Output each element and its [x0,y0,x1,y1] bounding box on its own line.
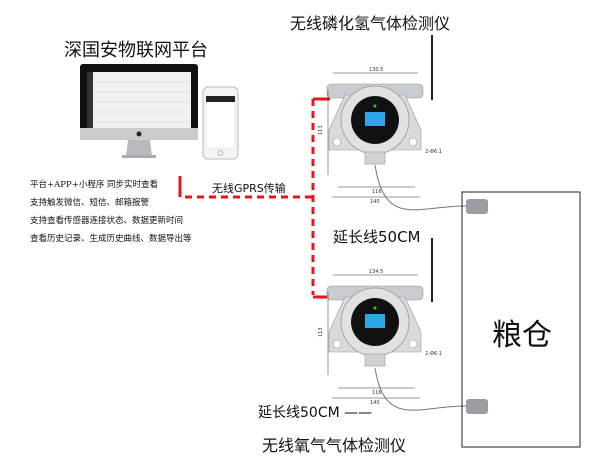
device-oxygen: 134.5 113 116 140 2-Φ6.1 [318,238,488,414]
sensor-probe-1 [466,199,488,214]
grain-bin [461,191,581,448]
svg-text:134.5: 134.5 [369,269,383,275]
gprs-label: 无线GPRS传输 [212,182,286,195]
platform-title: 深国安物联网平台 [64,40,208,61]
device-phosphine: 130.5 113 116 140 2-Φ6.1 [318,35,488,214]
sensor-probe-2 [466,399,488,414]
gprs-link-lines [178,97,332,299]
svg-text:140: 140 [370,400,380,406]
device-title-phosphine: 无线磷化氢气体检测仪 [290,14,451,33]
svg-text:116: 116 [372,390,382,396]
feature-item: 支持触发微信、短信、邮箱报警 [30,198,150,208]
grain-bin-label: 粮仓 [492,318,552,353]
monitor-illustration [80,64,198,158]
svg-text:130.5: 130.5 [369,67,383,73]
feature-item: 平台+APP+小程序 同步实时查看 [30,180,159,190]
svg-text:140: 140 [370,199,380,205]
phone-illustration [202,86,239,160]
svg-text:113: 113 [318,327,324,337]
feature-item: 支持查看传感器连接状态、数据更新时间 [30,216,184,226]
svg-text:113: 113 [318,125,324,135]
svg-text:2-Φ6.1: 2-Φ6.1 [425,351,442,357]
svg-text:2-Φ6.1: 2-Φ6.1 [425,149,442,155]
svg-text:116: 116 [372,189,382,195]
feature-item: 查看历史记录、生成历史曲线、数据导出等 [30,234,192,244]
device-title-oxygen: 无线氧气气体检测仪 [262,436,407,455]
extension-label-2: 延长线50CM —— [258,405,373,421]
extension-label-1: 延长线50CM [333,228,421,246]
feature-list: 平台+APP+小程序 同步实时查看 支持触发微信、短信、邮箱报警 支持查看传感器… [30,176,192,248]
